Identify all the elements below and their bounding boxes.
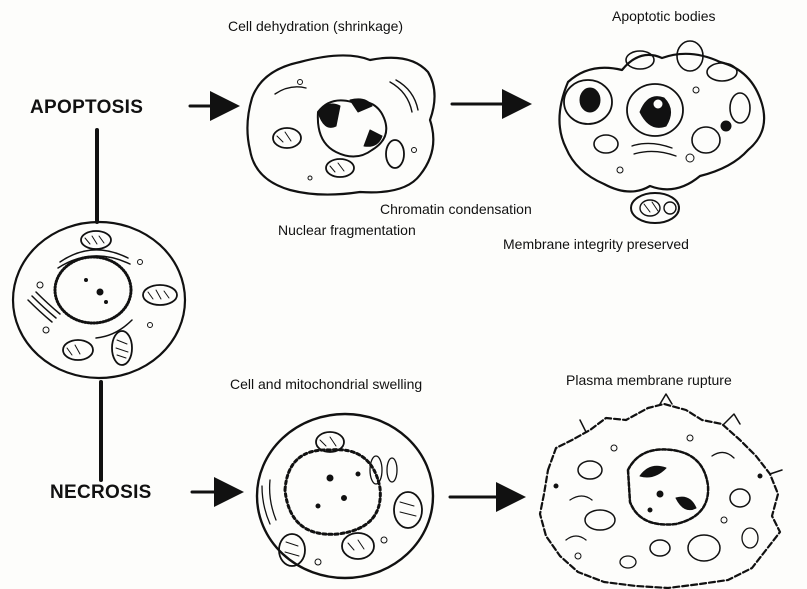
cell-dehydration-label: Cell dehydration (shrinkage) xyxy=(228,18,403,34)
nuclear-fragmentation-label: Nuclear fragmentation xyxy=(278,222,416,238)
apoptotic-bodies xyxy=(559,41,764,223)
membrane-rupture-label: Plasma membrane rupture xyxy=(566,372,732,388)
ruptured-cell xyxy=(540,394,782,588)
necrosis-label: NECROSIS xyxy=(50,482,152,504)
apoptosis-label: APOPTOSIS xyxy=(30,97,143,119)
membrane-integrity-label: Membrane integrity preserved xyxy=(503,236,689,252)
normal-cell xyxy=(13,222,185,378)
cell-swelling-label: Cell and mitochondrial swelling xyxy=(230,376,422,392)
apoptotic-bodies-label: Apoptotic bodies xyxy=(612,8,716,24)
swelling-cell xyxy=(257,414,433,578)
chromatin-condensation-label: Chromatin condensation xyxy=(380,201,532,217)
shrinking-cell xyxy=(247,55,434,194)
